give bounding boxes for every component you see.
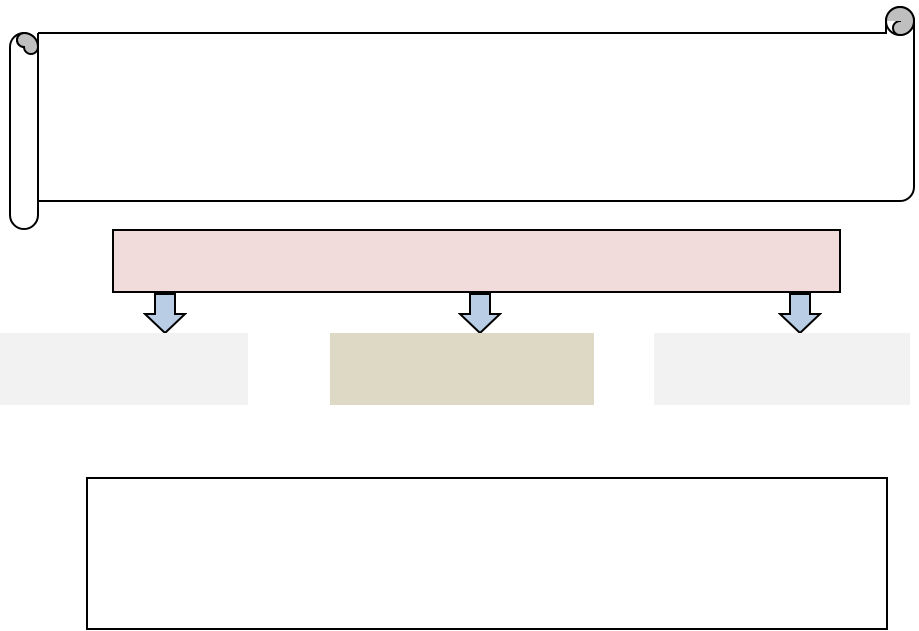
box-right xyxy=(654,333,910,405)
box-middle xyxy=(330,333,594,405)
down-arrow-left-icon xyxy=(143,293,187,335)
bottom-box xyxy=(86,477,888,630)
scroll-right-curl-left xyxy=(885,6,915,22)
down-arrow-right-icon xyxy=(778,293,822,335)
down-arrow-middle-icon xyxy=(458,293,502,335)
pink-banner xyxy=(112,229,841,293)
scroll-left-roll xyxy=(9,32,39,230)
scroll-left-curl-edge xyxy=(16,32,25,48)
box-left xyxy=(0,333,248,405)
scroll-banner-text xyxy=(45,40,905,190)
